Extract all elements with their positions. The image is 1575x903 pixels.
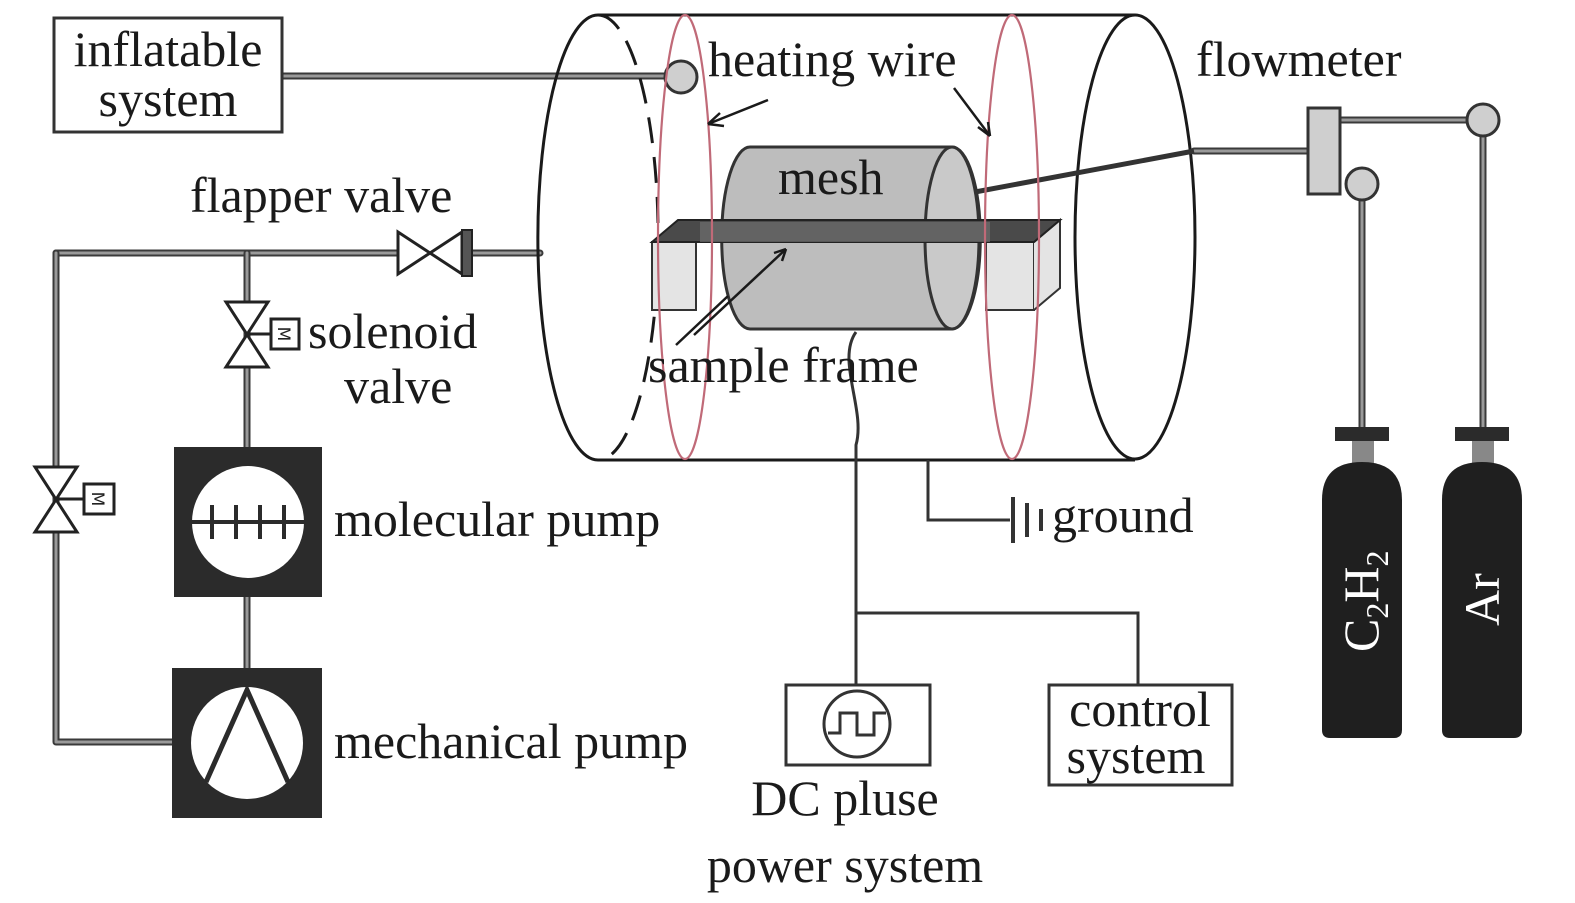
inflatable-system-label-1: inflatable <box>74 21 263 77</box>
mechanical-pump-label: mechanical pump <box>334 713 688 769</box>
control-system-box <box>1047 683 1234 787</box>
bypass-solenoid-valve: M <box>32 465 116 534</box>
ground-label: ground <box>1052 487 1194 543</box>
molecular-pump-label: molecular pump <box>334 491 660 547</box>
solenoid-m-mark: M <box>273 327 293 342</box>
heating-wire <box>656 13 1041 461</box>
c2h2-label-h: H <box>1333 567 1389 603</box>
flowmeter-label: flowmeter <box>1196 31 1402 87</box>
ar-label: Ar <box>1454 573 1510 626</box>
dc-pulse-label-2: power system <box>707 837 983 893</box>
flapper-valve-label: flapper valve <box>190 167 452 223</box>
c2h2-label-c: C <box>1333 619 1389 652</box>
ground-symbol <box>926 460 1043 543</box>
control-system-label-2: system <box>1067 728 1206 784</box>
mesh-label: mesh <box>778 149 884 205</box>
piping <box>52 72 1487 746</box>
gas-inlet-line <box>974 148 1195 195</box>
flapper-valve <box>396 229 473 277</box>
control-system-label-1: control <box>1069 681 1211 737</box>
c2h2-cylinder <box>1322 427 1402 738</box>
solenoid-valve-label-2: valve <box>344 358 452 414</box>
inflatable-system-box <box>52 16 284 134</box>
c2h2-label: C2H2 <box>1333 551 1395 652</box>
c2h2-label-sub2: 2 <box>1359 551 1395 567</box>
sample-frame-label: sample frame <box>648 337 919 393</box>
sample-frame <box>649 217 1063 311</box>
ar-cylinder <box>1442 427 1522 738</box>
heating-wire-label: heating wire <box>708 31 957 87</box>
inflatable-system-label-2: system <box>99 71 238 127</box>
control-cable <box>856 611 1140 685</box>
inflatable-port <box>663 59 699 95</box>
solenoid-valve: M <box>223 300 301 369</box>
mechanical-pump <box>172 668 322 818</box>
dc-cable <box>847 331 860 685</box>
dc-pulse-label-1: DC pluse <box>751 770 939 826</box>
solenoid-valve-label-1: solenoid <box>308 303 477 359</box>
c2h2-label-sub1: 2 <box>1359 603 1395 619</box>
flowmeter <box>1306 102 1501 202</box>
square-wave-icon <box>822 689 892 759</box>
molecular-pump <box>174 447 322 597</box>
bypass-m-mark: M <box>87 492 107 507</box>
label-arrows <box>675 87 992 346</box>
